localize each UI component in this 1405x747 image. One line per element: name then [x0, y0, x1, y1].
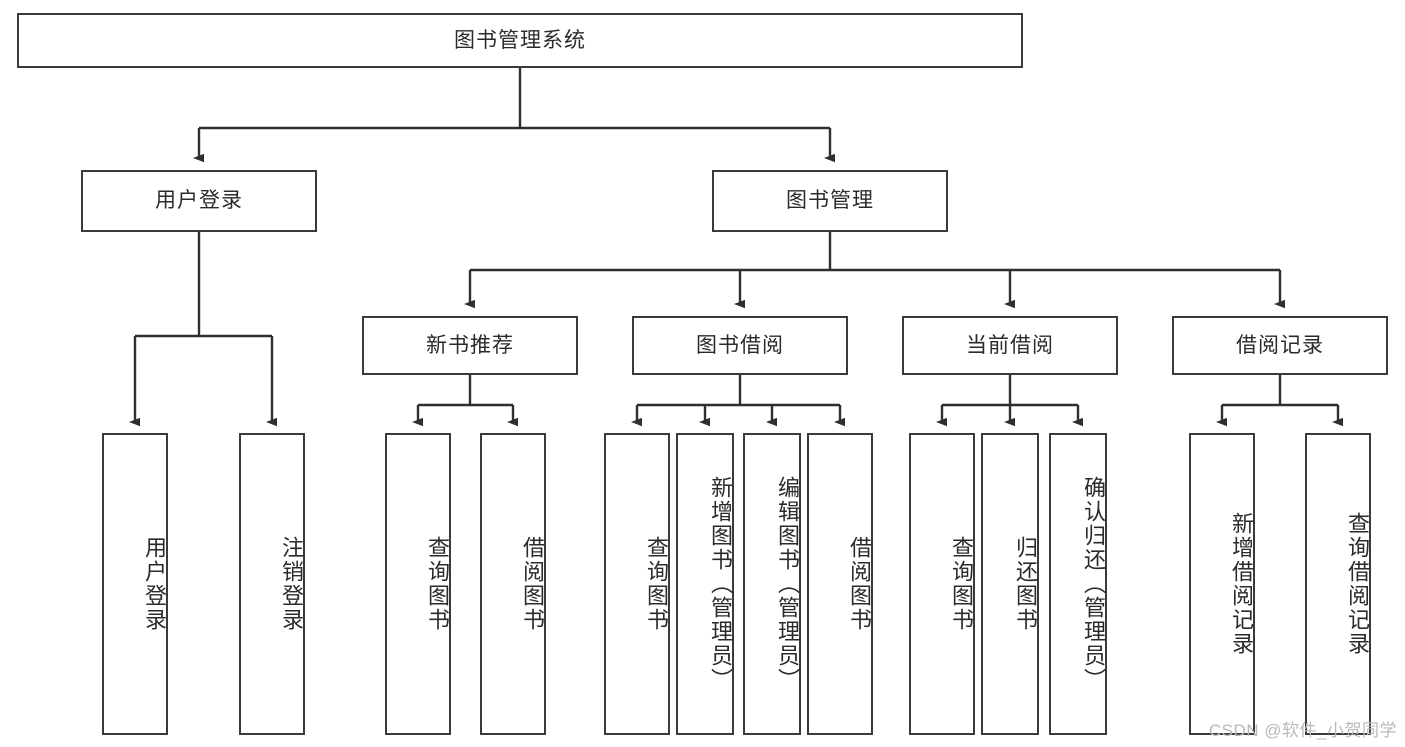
node-leaf-user-logout[interactable]: 注销登录	[239, 433, 305, 735]
node-leaf-query-record-label: 查询借阅记录	[1345, 512, 1370, 656]
node-leaf-confirm-return-label: 确认归还（管理员）	[1081, 476, 1106, 692]
node-leaf-user-logout-label: 注销登录	[279, 536, 304, 632]
node-leaf-query-book-2-label: 查询图书	[644, 536, 669, 632]
node-leaf-query-book-3-label: 查询图书	[949, 536, 974, 632]
node-book-management[interactable]: 图书管理	[712, 170, 948, 232]
node-leaf-query-book-1[interactable]: 查询图书	[385, 433, 451, 735]
node-leaf-add-book-label: 新增图书（管理员）	[708, 476, 733, 692]
node-leaf-borrow-book-2[interactable]: 借阅图书	[807, 433, 873, 735]
node-borrow-record-label: 借阅记录	[1236, 333, 1324, 357]
node-user-login-label: 用户登录	[155, 189, 243, 213]
node-leaf-user-login[interactable]: 用户登录	[102, 433, 168, 735]
node-leaf-query-record[interactable]: 查询借阅记录	[1305, 433, 1371, 735]
node-book-borrow[interactable]: 图书借阅	[632, 316, 848, 375]
node-book-management-label: 图书管理	[786, 189, 874, 213]
node-root[interactable]: 图书管理系统	[17, 13, 1023, 68]
node-borrow-record[interactable]: 借阅记录	[1172, 316, 1388, 375]
node-leaf-borrow-book-1[interactable]: 借阅图书	[480, 433, 546, 735]
node-user-login[interactable]: 用户登录	[81, 170, 317, 232]
node-leaf-return-book-label: 归还图书	[1013, 536, 1038, 632]
node-new-book-recommend[interactable]: 新书推荐	[362, 316, 578, 375]
watermark: CSDN @软件_小贺同学	[1208, 721, 1397, 740]
node-leaf-borrow-book-2-label: 借阅图书	[847, 536, 872, 632]
node-current-borrow-label: 当前借阅	[966, 333, 1054, 357]
node-book-borrow-label: 图书借阅	[696, 333, 784, 357]
node-leaf-query-book-1-label: 查询图书	[425, 536, 450, 632]
node-leaf-query-book-2[interactable]: 查询图书	[604, 433, 670, 735]
node-leaf-add-record-label: 新增借阅记录	[1229, 512, 1254, 656]
node-leaf-edit-book-label: 编辑图书（管理员）	[775, 476, 800, 692]
node-leaf-borrow-book-1-label: 借阅图书	[520, 536, 545, 632]
node-leaf-confirm-return[interactable]: 确认归还（管理员）	[1049, 433, 1107, 735]
node-leaf-query-book-3[interactable]: 查询图书	[909, 433, 975, 735]
node-current-borrow[interactable]: 当前借阅	[902, 316, 1118, 375]
node-leaf-return-book[interactable]: 归还图书	[981, 433, 1039, 735]
node-leaf-add-book[interactable]: 新增图书（管理员）	[676, 433, 734, 735]
node-root-label: 图书管理系统	[454, 28, 586, 52]
node-leaf-edit-book[interactable]: 编辑图书（管理员）	[743, 433, 801, 735]
node-new-book-recommend-label: 新书推荐	[426, 333, 514, 357]
node-leaf-add-record[interactable]: 新增借阅记录	[1189, 433, 1255, 735]
node-leaf-user-login-label: 用户登录	[142, 536, 167, 632]
